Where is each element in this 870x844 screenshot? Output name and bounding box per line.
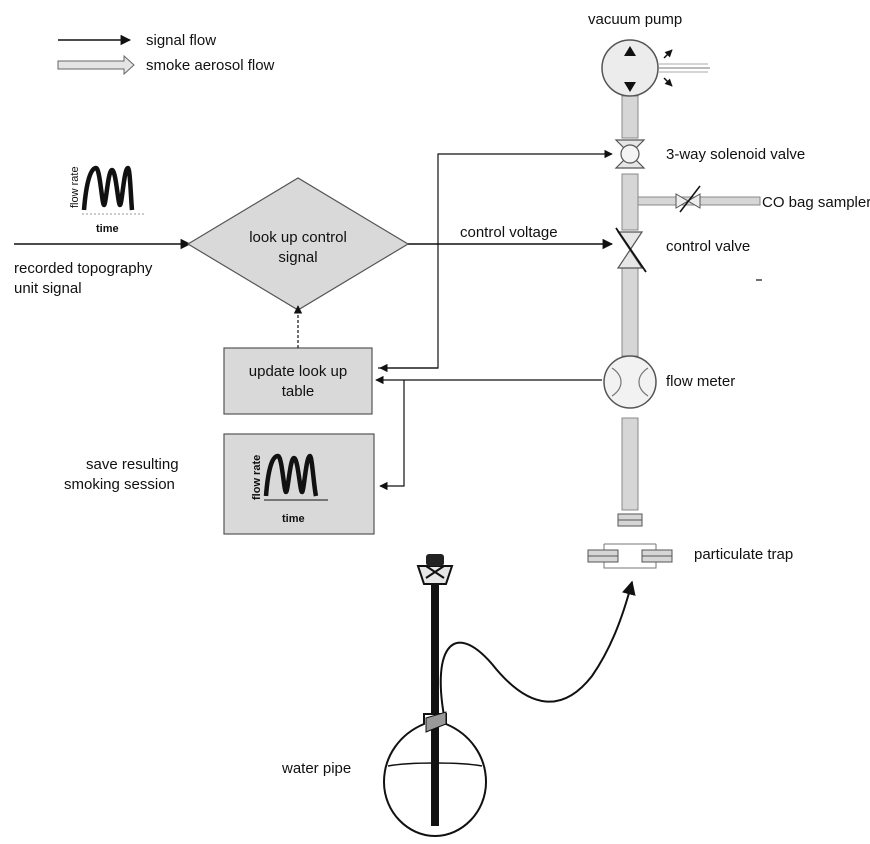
output-plot-xlabel: time [282,513,305,525]
input-label-line2: unit signal [14,280,82,297]
control-valve-label: control valve [666,238,750,255]
water-pipe-icon [382,554,488,838]
save-label-line2: smoking session [64,476,175,493]
solenoid-valve-label: 3-way solenoid valve [666,146,805,163]
particulate-trap-label: particulate trap [694,546,793,563]
legend-smoke-aerosol-flow: smoke aerosol flow [146,57,275,74]
input-flow-curve [81,165,135,211]
vacuum-pump-icon [601,39,710,97]
save-session-arrow [379,380,405,491]
output-plot-ylabel: flow rate [251,455,263,500]
legend-signal-flow: signal flow [146,32,216,49]
update-table-box: update look up table [223,347,373,415]
decision-line1: look up control [249,229,347,246]
update-box-line1: update look up [249,363,347,380]
flow-meter-icon [603,355,657,409]
input-label-line1: recorded topography [14,260,153,277]
solenoid-valve-icon [614,139,646,169]
co-bag-sampler-label: CO bag sampler [762,194,870,211]
particulate-trap-icon [587,513,673,569]
input-plot-xlabel: time [96,223,119,235]
legend: signal flow smoke aerosol flow [57,32,275,76]
water-pipe-label: water pipe [281,760,351,777]
output-plot-box: flow rate time [223,433,375,535]
control-valve-icon [615,227,647,273]
aerosol-pipe [621,95,639,511]
input-flow-plot: flow rate time [69,165,146,235]
save-label-line1: save resulting [86,456,179,473]
solenoid-signal-line [378,149,613,369]
decision-line2: signal [278,249,317,266]
lookup-decision: look up control signal [186,177,410,311]
flow-meter-label: flow meter [666,373,735,390]
control-voltage-label: control voltage [460,224,558,241]
vacuum-pump-label: vacuum pump [588,11,682,28]
input-plot-ylabel: flow rate [69,166,81,208]
output-flow-curve [263,453,319,497]
aerosol-flow-arrow-icon [57,54,135,76]
hose [439,580,636,727]
co-sampler-branch [637,185,761,213]
update-box-line2: table [282,383,315,400]
co-sampler-valve-icon [679,185,701,213]
